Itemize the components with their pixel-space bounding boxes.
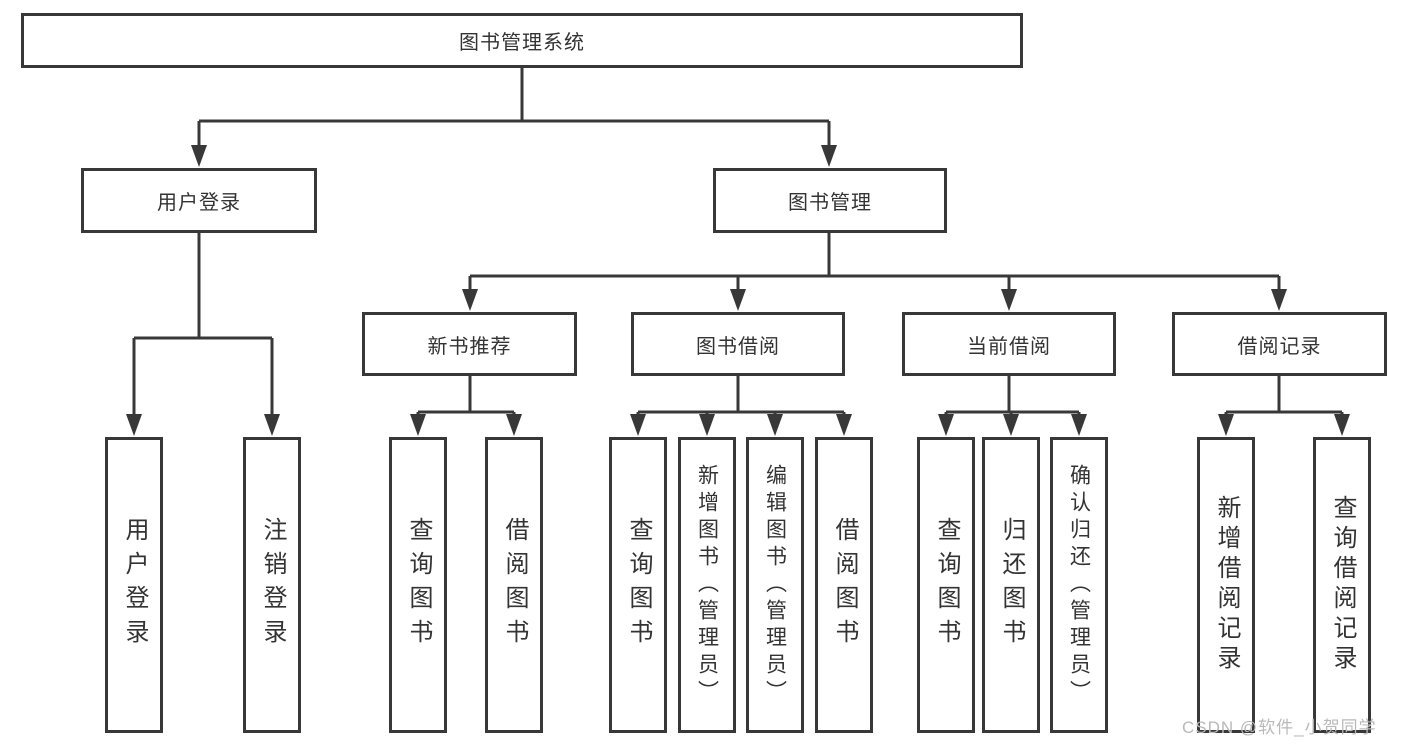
- leaf-query-borrow-record: 查询借阅记录: [1313, 437, 1371, 733]
- arrowhead: [264, 414, 280, 436]
- leaf-add-books-admin: 新增图书（管理员）: [678, 437, 736, 733]
- node-current-borrowing: 当前借阅: [902, 312, 1116, 376]
- node-label: 用户登录: [157, 192, 241, 214]
- leaf-label: 确认归还（管理员）: [1067, 463, 1091, 707]
- leaf-edit-books-admin: 编辑图书（管理员）: [746, 437, 804, 733]
- leaf-borrow-books: 借阅图书: [815, 437, 873, 733]
- node-label: 新书推荐: [427, 335, 512, 358]
- leaf-return-books: 归还图书: [982, 437, 1040, 733]
- arrowhead: [699, 414, 715, 436]
- leaf-add-borrow-record: 新增借阅记录: [1197, 437, 1255, 733]
- node-user-login: 用户登录: [81, 168, 317, 233]
- arrowhead: [821, 145, 837, 167]
- leaf-label: 查询借阅记录: [1329, 495, 1356, 675]
- leaf-label: 查询图书: [405, 517, 432, 653]
- node-label: 借阅记录: [1237, 335, 1322, 358]
- node-label: 图书管理: [788, 192, 872, 214]
- leaf-label: 借阅图书: [831, 517, 858, 653]
- arrowhead: [1334, 414, 1350, 436]
- arrowhead: [191, 145, 207, 167]
- arrowhead: [1071, 414, 1087, 436]
- arrowhead: [462, 289, 478, 311]
- node-book-borrowing: 图书借阅: [631, 312, 845, 376]
- leaf-query-books-current: 查询图书: [917, 437, 975, 733]
- leaf-label: 查询图书: [625, 517, 652, 653]
- leaf-label: 查询图书: [933, 517, 960, 653]
- arrowhead: [730, 289, 746, 311]
- leaf-user-login: 用户登录: [105, 437, 163, 733]
- arrowhead: [630, 414, 646, 436]
- leaf-label: 新增借阅记录: [1213, 495, 1240, 675]
- arrowhead: [1003, 414, 1019, 436]
- leaf-borrow-books-recommend: 借阅图书: [485, 437, 543, 733]
- node-new-book-recommend: 新书推荐: [362, 312, 577, 376]
- leaf-query-books-recommend: 查询图书: [389, 437, 447, 733]
- node-book-management-system: 图书管理系统: [21, 13, 1023, 68]
- arrowhead: [1001, 289, 1017, 311]
- node-label: 当前借阅: [967, 335, 1051, 358]
- arrowhead: [410, 414, 426, 436]
- node-label: 图书借阅: [696, 335, 780, 358]
- arrowhead: [767, 414, 783, 436]
- arrowhead: [1218, 414, 1234, 436]
- leaf-label: 新增图书（管理员）: [695, 463, 719, 707]
- leaf-label: 借阅图书: [501, 517, 528, 653]
- node-borrowing-records: 借阅记录: [1172, 312, 1387, 376]
- arrowhead: [938, 414, 954, 436]
- leaf-confirm-return-admin: 确认归还（管理员）: [1050, 437, 1108, 733]
- leaf-label: 编辑图书（管理员）: [763, 463, 787, 707]
- csdn-watermark: CSDN @软件_小贺同学: [1182, 718, 1377, 737]
- leaf-logout: 注销登录: [243, 437, 301, 733]
- node-book-management: 图书管理: [713, 168, 947, 233]
- arrowhead: [1271, 289, 1287, 311]
- leaf-label: 归还图书: [998, 517, 1025, 653]
- node-label: 图书管理系统: [459, 32, 585, 54]
- leaf-query-books-borrow: 查询图书: [609, 437, 667, 733]
- leaf-label: 用户登录: [121, 517, 148, 653]
- arrowhead: [126, 414, 142, 436]
- arrowhead: [836, 414, 852, 436]
- arrowhead: [506, 414, 522, 436]
- leaf-label: 注销登录: [259, 517, 286, 653]
